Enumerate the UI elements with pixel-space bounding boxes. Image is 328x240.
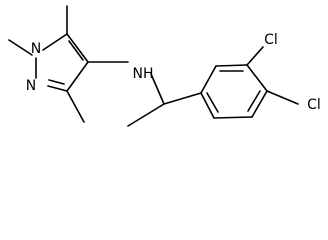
bond-c3-n2-inner (48, 79, 65, 85)
pyrazole-nitrogen-1-label: N (31, 41, 41, 57)
chlorine-right-label: Cl (307, 97, 321, 113)
bond-c5-c4-inner (68, 40, 84, 61)
bond-ch-benzene (163, 92, 202, 105)
pyrazole-nitrogen-2-label: N (26, 78, 36, 94)
bond-nh-ch (150, 73, 165, 105)
bond-c3-n2 (47, 85, 68, 92)
atom-labels: N N NH Cl Cl (26, 32, 321, 113)
bonds (8, 5, 299, 127)
bond-ring-cl-right (266, 90, 299, 105)
bond-c3-methyl (66, 90, 85, 123)
benzene-bond-4 (251, 90, 268, 118)
benzene-bond-3 (246, 64, 268, 92)
bond-n1-c5 (42, 33, 68, 51)
benzene-inner-bond-2 (247, 90, 261, 112)
bond-n1-methyl (8, 39, 33, 56)
benzene-bond-5 (213, 116, 253, 119)
chemical-structure-diagram: N N NH Cl Cl (8, 5, 321, 127)
amine-nitrogen-label: NH (133, 66, 154, 82)
benzene-bond-1 (200, 65, 217, 94)
bond-ring-cl-top (246, 46, 264, 66)
bond-ch-methyl (127, 103, 165, 127)
benzene-inner-bond-3 (206, 92, 219, 113)
benzene-bond-6 (200, 92, 215, 119)
benzene-bond-2 (215, 64, 248, 67)
bond-c4-c3 (66, 61, 89, 92)
bond-c5-c4 (66, 33, 89, 63)
chlorine-top-label: Cl (264, 32, 278, 48)
